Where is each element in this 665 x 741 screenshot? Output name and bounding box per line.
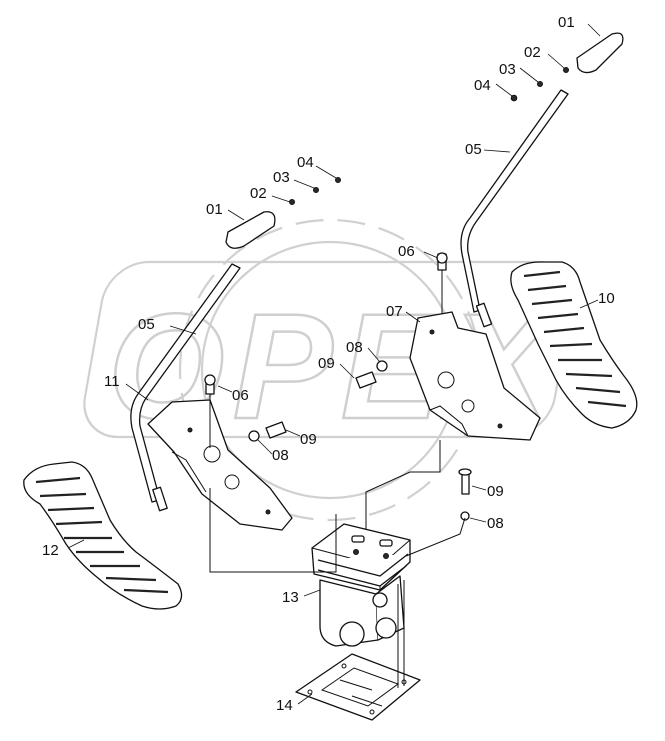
- callout-08-lower: 08: [487, 515, 504, 532]
- callout-10: 10: [598, 290, 615, 307]
- callout-14: 14: [276, 697, 293, 714]
- callout-08-right: 08: [346, 339, 363, 356]
- callout-05-right: 05: [465, 141, 482, 158]
- pedal-icon: [510, 261, 638, 429]
- callout-03-left: 03: [273, 169, 290, 186]
- callout-13: 13: [282, 589, 299, 606]
- nut-icon: [313, 187, 319, 193]
- assembly-lines: [209, 270, 466, 688]
- pin-icon: [335, 177, 341, 183]
- washer-icon: [289, 199, 295, 205]
- callout-04-left: 04: [297, 154, 314, 171]
- callout-labels: 01 02 03 04 05 06 07 08 09 10 01 02 03 0…: [42, 14, 615, 714]
- left-lever-assembly: [130, 177, 341, 512]
- valve-icon: [311, 523, 411, 647]
- rod-end-left: [152, 486, 168, 512]
- lever-knob-left: [225, 211, 276, 249]
- callout-01-right: 01: [558, 14, 575, 31]
- lever-knob-right: [576, 32, 624, 74]
- callout-08-left: 08: [272, 447, 289, 464]
- callout-07: 07: [386, 303, 403, 320]
- callout-09-left: 09: [300, 431, 317, 448]
- callout-09-lower: 09: [487, 483, 504, 500]
- callout-09-right: 09: [318, 355, 335, 372]
- right-lever-assembly: [460, 32, 624, 328]
- bolt-icon: [461, 473, 470, 495]
- callout-02-left: 02: [250, 185, 267, 202]
- callout-02-right: 02: [524, 44, 541, 61]
- callout-05-left: 05: [138, 316, 155, 333]
- callout-11: 11: [104, 373, 120, 390]
- callout-04-right: 04: [474, 77, 491, 94]
- callout-06-right: 06: [398, 243, 415, 260]
- plate-icon: [295, 653, 421, 721]
- washer-icon: [563, 67, 569, 73]
- washer-icon: [376, 360, 388, 372]
- pedal-bracket-right: [355, 252, 541, 441]
- pedal-icon: [23, 461, 183, 610]
- bolt-set-lower: [458, 468, 472, 521]
- callout-03-right: 03: [499, 61, 516, 78]
- rod-end-right: [475, 302, 493, 328]
- callout-01-left: 01: [206, 201, 223, 218]
- pedal-bracket-left: [147, 374, 293, 531]
- callout-12: 12: [42, 542, 59, 559]
- washer-icon: [460, 511, 470, 521]
- nut-icon: [537, 81, 543, 87]
- bolt-icon: [355, 371, 377, 389]
- leader-lines: [67, 23, 601, 705]
- pin-icon: [510, 94, 518, 102]
- callout-06-left: 06: [232, 387, 249, 404]
- bolt-icon: [265, 421, 287, 439]
- washer-icon: [248, 430, 260, 442]
